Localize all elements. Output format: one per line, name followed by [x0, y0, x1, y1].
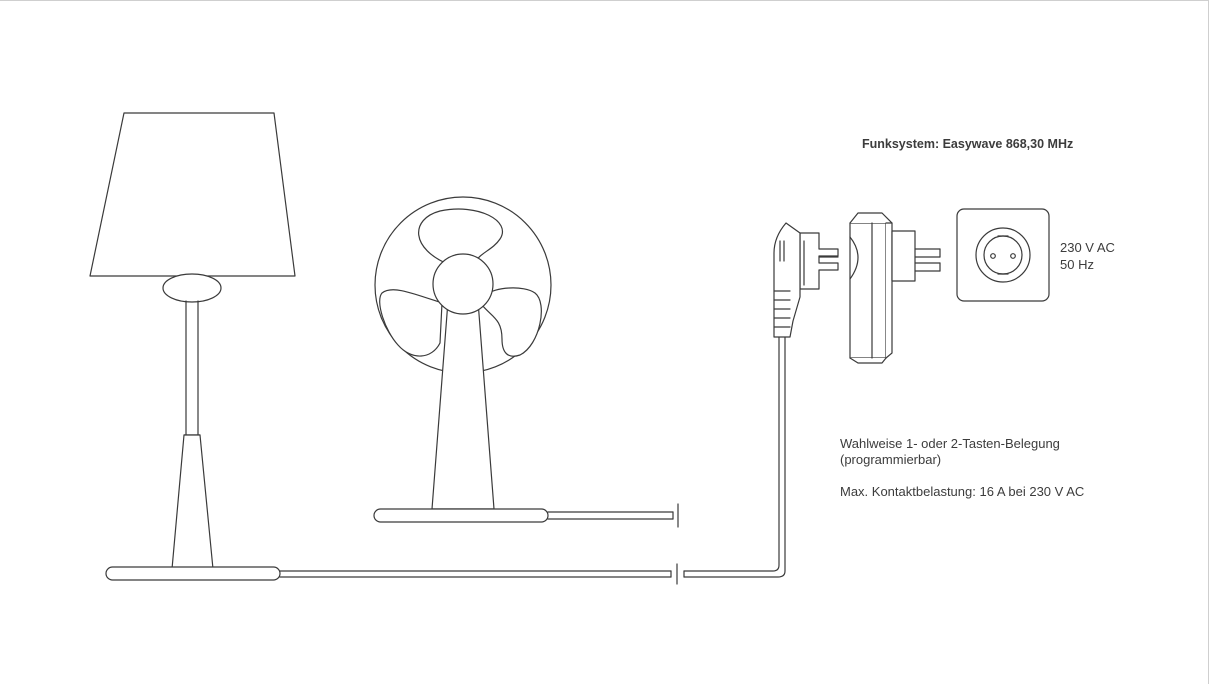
adapter-prongs	[891, 230, 916, 282]
outlet-voltage-label: 230 V AC	[1060, 240, 1115, 255]
lamp-cable	[279, 330, 786, 585]
radio-switch-adapter	[849, 212, 941, 364]
button-assignment-note: Wahlweise 1- oder 2-Tasten-Belegung	[840, 436, 1060, 451]
desk-fan	[373, 196, 679, 528]
max-load-note: Max. Kontaktbelastung: 16 A bei 230 V AC	[840, 484, 1085, 499]
fan-base	[373, 508, 549, 523]
plug-strain-relief	[773, 290, 791, 328]
outlet-pin-hole	[1010, 253, 1016, 259]
adapter-body	[849, 222, 887, 359]
fan-hub	[432, 253, 494, 315]
radio-system-title: Funksystem: Easywave 868,30 MHz	[862, 137, 1074, 151]
outlet-pin-hole	[990, 253, 996, 259]
wall-outlet	[956, 208, 1050, 302]
table-lamp	[89, 112, 296, 581]
lamp-stand-cone	[171, 434, 214, 570]
fan-blades	[379, 208, 542, 357]
programmable-note: (programmierbar)	[840, 452, 942, 467]
plug-body	[773, 222, 801, 338]
lamp-bulb-socket	[162, 273, 222, 303]
power-plug	[773, 222, 839, 338]
lamp-base	[105, 566, 281, 581]
outlet-frequency-label: 50 Hz	[1060, 257, 1094, 272]
lamp-shade	[89, 112, 296, 277]
